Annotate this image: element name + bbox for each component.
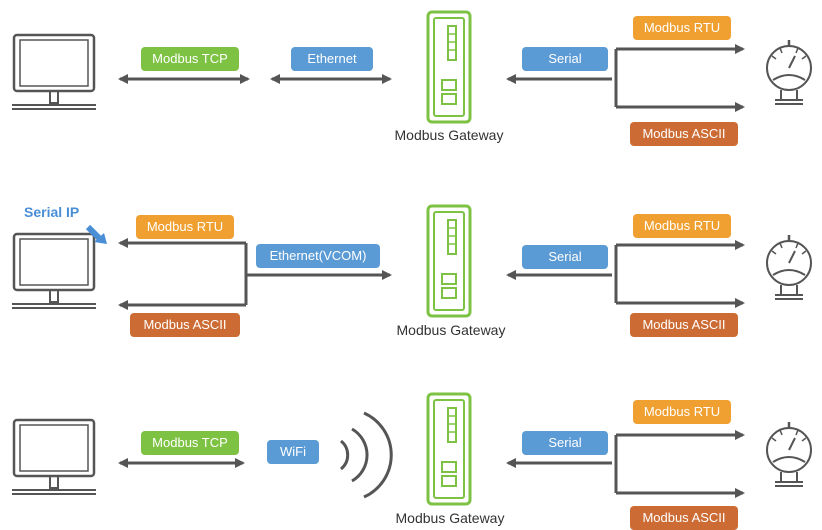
computer-icon — [10, 33, 98, 111]
label-serial: Serial — [522, 431, 608, 455]
label-wifi: WiFi — [267, 440, 319, 464]
label-modbus-rtu: Modbus RTU — [633, 400, 731, 424]
callout-arrow-icon — [85, 224, 103, 242]
label-modbus-tcp: Modbus TCP — [141, 47, 239, 71]
gateway-device-icon — [426, 392, 472, 506]
label-ethernet: Ethernet — [291, 47, 373, 71]
computer-icon — [10, 232, 98, 310]
label-modbus-ascii: Modbus ASCII — [630, 506, 738, 530]
computer-icon — [10, 418, 98, 496]
wifi-icon — [339, 411, 393, 499]
pressure-gauge-icon — [765, 420, 813, 488]
label-modbus-tcp: Modbus TCP — [141, 431, 239, 455]
label-modbus-ascii: Modbus ASCII — [630, 122, 738, 146]
pressure-gauge-icon — [765, 233, 813, 301]
label-modbus-rtu: Modbus RTU — [633, 214, 731, 238]
callout-serial-ip: Serial IP — [24, 204, 80, 220]
gateway-label: Modbus Gateway — [396, 322, 506, 338]
gateway-device-icon — [426, 10, 472, 124]
label-modbus-rtu: Modbus RTU — [633, 16, 731, 40]
pressure-gauge-icon — [765, 38, 813, 106]
gateway-label: Modbus Gateway — [394, 127, 504, 143]
gateway-label: Modbus Gateway — [395, 510, 505, 526]
label-modbus-rtu: Modbus RTU — [136, 215, 234, 239]
label-ethernet-vcom: Ethernet(VCOM) — [256, 244, 380, 268]
gateway-device-icon — [426, 204, 472, 318]
label-modbus-ascii: Modbus ASCII — [130, 313, 240, 337]
label-modbus-ascii: Modbus ASCII — [630, 313, 738, 337]
label-serial: Serial — [522, 245, 608, 269]
callout-arrowhead — [94, 233, 107, 244]
label-serial: Serial — [522, 47, 608, 71]
